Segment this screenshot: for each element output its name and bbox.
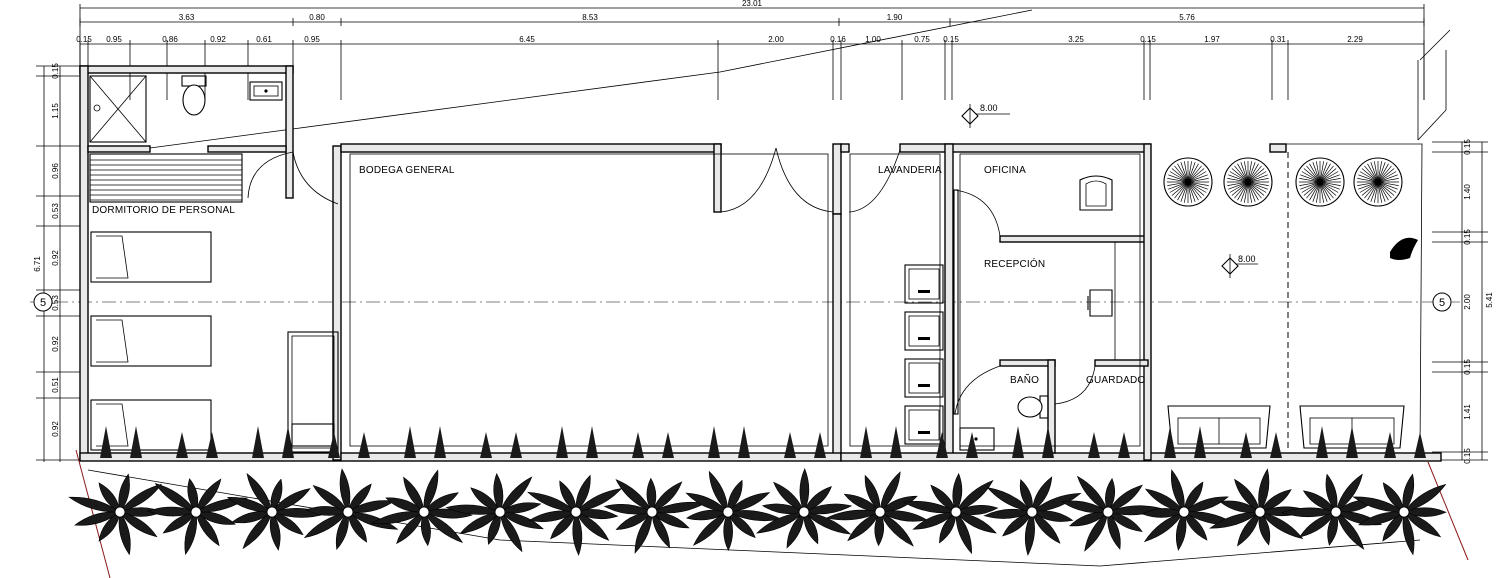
- dim-top-row3: 1.97: [1204, 35, 1220, 44]
- bath-fixtures: [959, 395, 1049, 451]
- dim-top-row3: 0.75: [914, 35, 930, 44]
- axis-marker-left: 5: [40, 297, 46, 309]
- dim-left-segment: 0.92: [51, 250, 60, 266]
- dim-right-segment: 0.15: [1463, 359, 1472, 375]
- dim-left-segment: 0.53: [51, 295, 60, 311]
- dim-right-segment: 0.15: [1463, 229, 1472, 245]
- dim-left-segment: 0.92: [51, 421, 60, 437]
- dim-left-segment: 0.15: [51, 63, 60, 79]
- dim-top-row3: 2.29: [1347, 35, 1363, 44]
- top-dimensions: 23.01 3.63 0.80 8.53 1.90 5.76 0.15 0.95 0.86 0…: [76, 0, 1425, 100]
- dim-top-row3: 0.92: [210, 35, 226, 44]
- dim-top-row2: 1.90: [887, 13, 903, 22]
- dim-right-segment: 1.40: [1463, 184, 1472, 200]
- dim-left-segment: 1.15: [51, 103, 60, 119]
- wardrobe: [287, 331, 339, 453]
- door-swings: [247, 147, 1096, 415]
- office-chair-icon: [1079, 175, 1113, 317]
- palm-tree: [756, 432, 853, 549]
- dim-top-row3: 0.31: [1270, 35, 1286, 44]
- bed-icon: [90, 231, 212, 451]
- round-table: [1223, 157, 1273, 207]
- dim-left-segment: 0.96: [51, 163, 60, 179]
- palm-tree: [303, 432, 399, 551]
- palm-tree: [1281, 426, 1383, 550]
- dim-overall-top: 23.01: [742, 0, 763, 8]
- dim-top-row3: 0.95: [304, 35, 320, 44]
- dim-top-row2: 5.76: [1179, 13, 1195, 22]
- palm-tree-icon: [68, 426, 1447, 556]
- room-label-bodega: BODEGA GENERAL: [359, 165, 455, 176]
- palm-tree: [1141, 426, 1237, 551]
- palm-tree: [1060, 432, 1163, 552]
- dim-top-row2: 3.63: [179, 13, 195, 22]
- axis-marker-right: 5: [1439, 297, 1445, 309]
- toilet-icon: [181, 75, 207, 116]
- round-table-icon: [1163, 157, 1403, 207]
- round-table: [1295, 157, 1345, 207]
- dim-left-segment: 0.51: [51, 377, 60, 393]
- room-label-bano: BAÑO: [1010, 373, 1039, 386]
- dim-top-row3: 3.25: [1068, 35, 1084, 44]
- palm-tree: [1352, 432, 1447, 556]
- washing-machine-icon: [904, 264, 944, 445]
- round-table: [1353, 157, 1403, 207]
- palm-tree: [370, 426, 473, 547]
- level-right: 8.00: [1238, 254, 1256, 264]
- dim-top-row3: 0.15: [943, 35, 959, 44]
- shower-icon: [89, 75, 147, 143]
- sofa-icon: [1167, 405, 1405, 449]
- round-table: [1163, 157, 1213, 207]
- palm-tree: [68, 426, 163, 556]
- palm-tree: [226, 426, 327, 551]
- site-lines: [75, 9, 1469, 578]
- sink-icon: [249, 81, 283, 101]
- walls: [79, 65, 1442, 462]
- terrace-outline: [1286, 143, 1423, 453]
- dim-top-row3: 0.15: [76, 35, 92, 44]
- dim-top-row2: 0.80: [309, 13, 325, 22]
- axis-line: 5 5: [30, 292, 1470, 312]
- left-dimensions: 6.71 0.15 1.15 0.96 0.53 0.92 0.53 0.92 0.51 0.9…: [33, 63, 80, 462]
- dim-right-segment: 1.41: [1463, 404, 1472, 420]
- dim-top-row3: 1.00: [865, 35, 881, 44]
- level-top: 8.00: [980, 103, 998, 113]
- room-label-recepcion: RECEPCIÓN: [984, 257, 1045, 270]
- dim-left-segment: 0.53: [51, 203, 60, 219]
- palm-tree: [825, 426, 928, 547]
- dim-top-row3: 0.61: [256, 35, 272, 44]
- stair-icon: [89, 153, 243, 203]
- room-label-oficina: OFICINA: [984, 165, 1026, 176]
- person-figure: [1390, 237, 1418, 260]
- dim-top-row3: 0.86: [162, 35, 178, 44]
- dim-top-row3: 6.45: [519, 35, 535, 44]
- dim-top-row3: 0.95: [106, 35, 122, 44]
- palm-tree: [902, 432, 999, 555]
- palm-tree: [1209, 432, 1309, 547]
- dim-right-segment: 0.15: [1463, 448, 1472, 464]
- dim-right-segment: 0.15: [1463, 139, 1472, 155]
- dim-top-row3: 0.16: [830, 35, 846, 44]
- room-label-lavanderia: LAVANDERIA: [878, 165, 942, 176]
- palm-tree: [445, 432, 544, 553]
- dim-top-row3: 2.00: [768, 35, 784, 44]
- room-label-dormitorio: DORMITORIO DE PERSONAL: [92, 205, 235, 216]
- level-marker-icon: [961, 104, 1258, 278]
- dim-overall-right: 5.41: [1485, 292, 1494, 308]
- dim-right-segment: 2.00: [1463, 294, 1472, 310]
- palm-tree: [603, 432, 706, 554]
- palm-tree: [527, 426, 623, 556]
- dim-left-segment: 0.92: [51, 336, 60, 352]
- dim-overall-left: 6.71: [33, 256, 42, 272]
- dim-top-row2: 8.53: [582, 13, 598, 22]
- right-dimensions: 5.41 0.15 1.40 0.15 2.00 0.15 1.41 0.15: [1432, 139, 1494, 464]
- palm-tree: [685, 426, 783, 552]
- dim-top-row3: 0.15: [1140, 35, 1156, 44]
- room-label-guardado: GUARDADO: [1086, 375, 1145, 386]
- palm-tree: [983, 426, 1082, 556]
